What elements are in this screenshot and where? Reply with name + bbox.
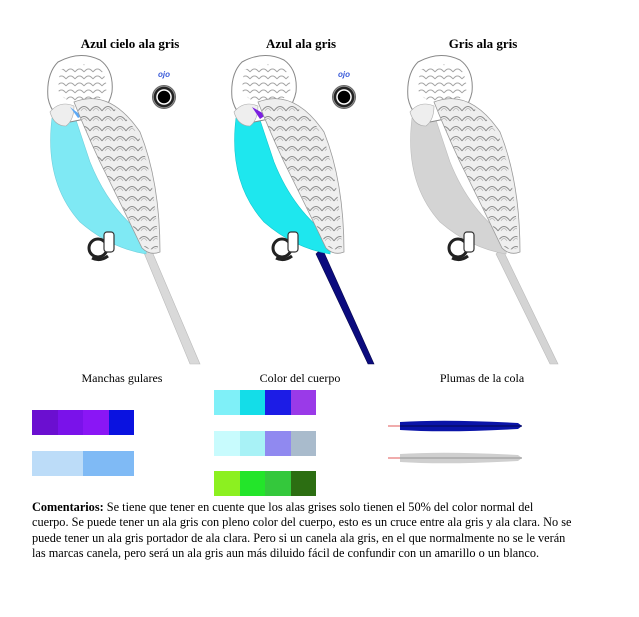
tail: [141, 241, 201, 365]
parakeet-grey-greywing: [407, 55, 559, 365]
eye-sample-1: ojo: [134, 70, 194, 109]
color-swatch: [83, 451, 134, 476]
parakeet-sky-blue-greywing: [47, 55, 201, 365]
throat-swatch-row-2: [32, 451, 134, 476]
eye-icon: [152, 85, 176, 109]
color-swatch: [83, 410, 109, 435]
tail: [315, 247, 375, 365]
color-swatch: [265, 431, 291, 456]
cheek-patch: [252, 107, 266, 119]
mask: [233, 103, 259, 127]
eye-label-2: ojo: [338, 70, 350, 79]
color-swatch: [265, 390, 291, 415]
bird-title-3: Gris ala gris: [448, 36, 518, 51]
body: [50, 113, 149, 255]
color-swatch: [214, 431, 240, 456]
bird-title-2: Azul ala gris: [265, 36, 337, 51]
eye-label-1: ojo: [158, 70, 170, 79]
bird-title-1: Azul cielo ala gris: [80, 36, 180, 51]
comment-text: Se tiene que tener en cuente que los ala…: [32, 500, 572, 561]
body: [410, 113, 509, 255]
section-tail-feathers: Plumas de la cola: [439, 371, 525, 385]
color-swatch: [108, 410, 134, 435]
color-swatch: [290, 471, 316, 496]
body-swatch-row-1: [214, 390, 316, 415]
section-throat-spots: Manchas gulares: [81, 371, 163, 385]
comment-label: Comentarios:: [32, 500, 104, 514]
section-body-color: Color del cuerpo: [259, 371, 341, 385]
color-swatch: [214, 390, 240, 415]
foot: [87, 231, 115, 262]
throat-swatch-row-1: [32, 410, 134, 435]
color-swatch: [290, 390, 316, 415]
mask: [49, 103, 75, 127]
color-swatch: [239, 471, 265, 496]
parakeet-blue-greywing: [231, 55, 375, 365]
color-swatch: [239, 431, 265, 456]
color-swatch: [265, 471, 291, 496]
body-swatch-row-2: [214, 431, 316, 456]
eye-sample-2: ojo: [314, 70, 374, 109]
color-swatch: [239, 390, 265, 415]
tail-feather-samples: [388, 420, 522, 464]
foot: [447, 231, 475, 262]
color-swatch: [290, 431, 316, 456]
color-swatch: [57, 410, 83, 435]
color-swatch: [214, 471, 240, 496]
tail: [495, 247, 559, 365]
comment-paragraph: Comentarios: Se tiene que tener en cuent…: [32, 500, 572, 562]
color-swatch: [32, 410, 58, 435]
body-swatch-row-3: [214, 471, 316, 496]
color-swatch: [32, 451, 83, 476]
mask: [409, 103, 435, 127]
eye-icon: [332, 85, 356, 109]
body: [234, 113, 333, 255]
foot: [271, 231, 299, 262]
